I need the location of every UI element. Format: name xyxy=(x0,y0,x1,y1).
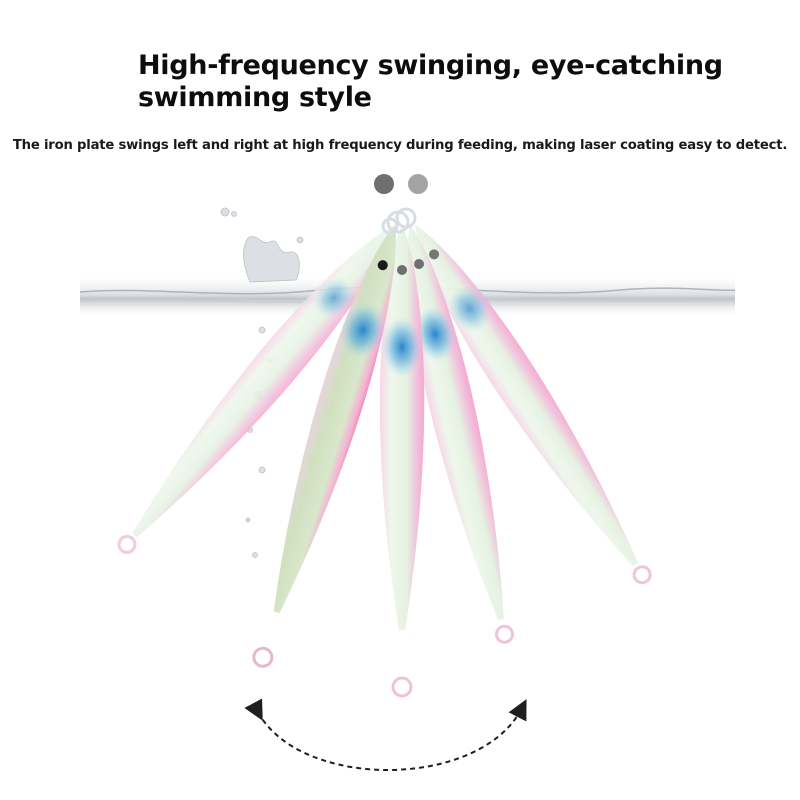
swing-arrow xyxy=(244,698,527,771)
lure-right xyxy=(388,219,523,644)
lure-far-left xyxy=(117,210,413,554)
split-rings xyxy=(381,207,417,235)
indicator-dot xyxy=(374,174,394,194)
lure-center xyxy=(379,225,425,698)
description-text: The iron plate swings left and right at … xyxy=(12,138,788,153)
indicator-dot xyxy=(408,174,428,194)
lure-left xyxy=(252,218,417,668)
headline-line-2: swimming style xyxy=(138,82,372,113)
lure-far-right xyxy=(396,212,655,585)
headline: High-frequency swinging, eye-catching sw… xyxy=(138,50,723,114)
headline-line-1: High-frequency swinging, eye-catching xyxy=(138,50,723,81)
indicator-dots xyxy=(372,174,432,196)
